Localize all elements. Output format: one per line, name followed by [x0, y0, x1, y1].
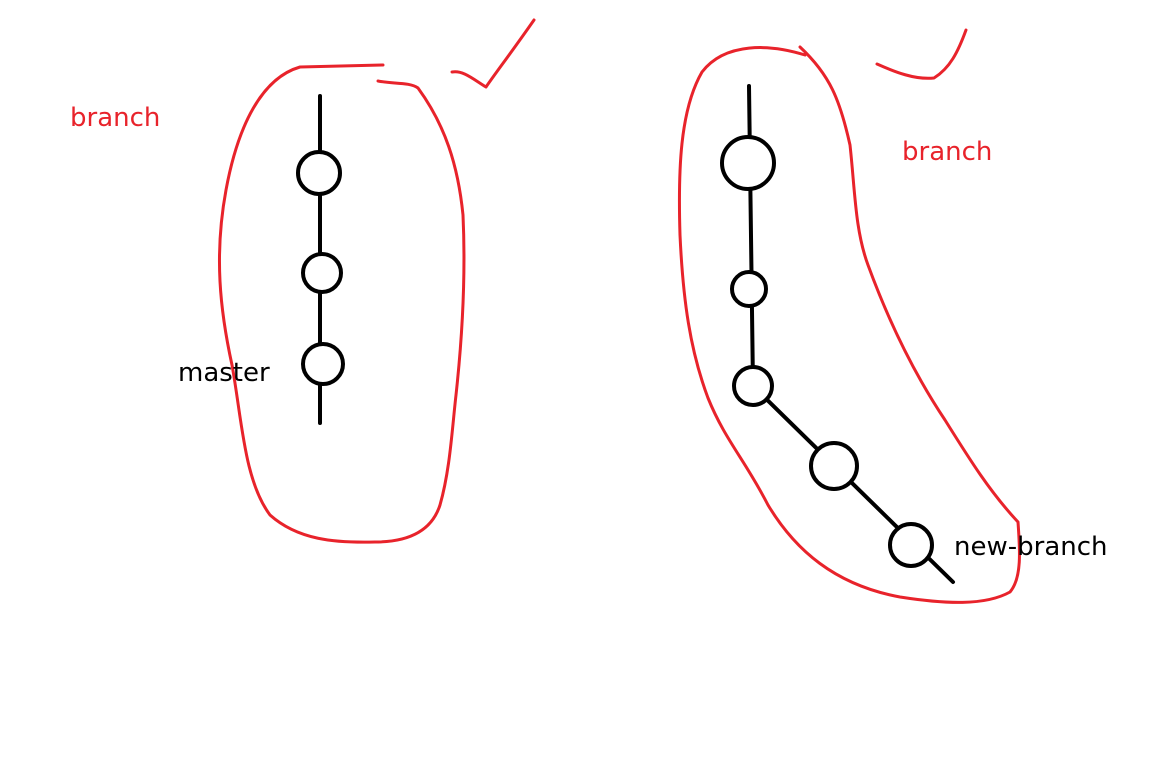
main-commit-2	[730, 270, 768, 308]
main-commit-1	[720, 135, 776, 191]
right-enclosure-loop	[677, 45, 1021, 604]
new-branch-commit-1	[809, 441, 859, 491]
right-lasso-tail	[875, 28, 968, 80]
left-branch-group: branch master	[70, 18, 536, 544]
master-commit-2	[301, 252, 343, 294]
master-commit-3	[301, 342, 345, 386]
master-branch-label: master	[178, 358, 270, 388]
left-enclosure-loop	[217, 63, 466, 544]
left-lasso-tail	[450, 18, 536, 89]
master-commit-1	[296, 150, 342, 196]
branch-point-commit	[732, 365, 774, 407]
left-group-label: branch	[70, 103, 160, 133]
main-branch-line	[747, 84, 755, 388]
right-group-label: branch	[902, 137, 992, 167]
right-branch-group: branch new-branch	[677, 28, 1108, 604]
new-branch-label: new-branch	[954, 532, 1108, 562]
new-branch-commit-2	[888, 522, 934, 568]
